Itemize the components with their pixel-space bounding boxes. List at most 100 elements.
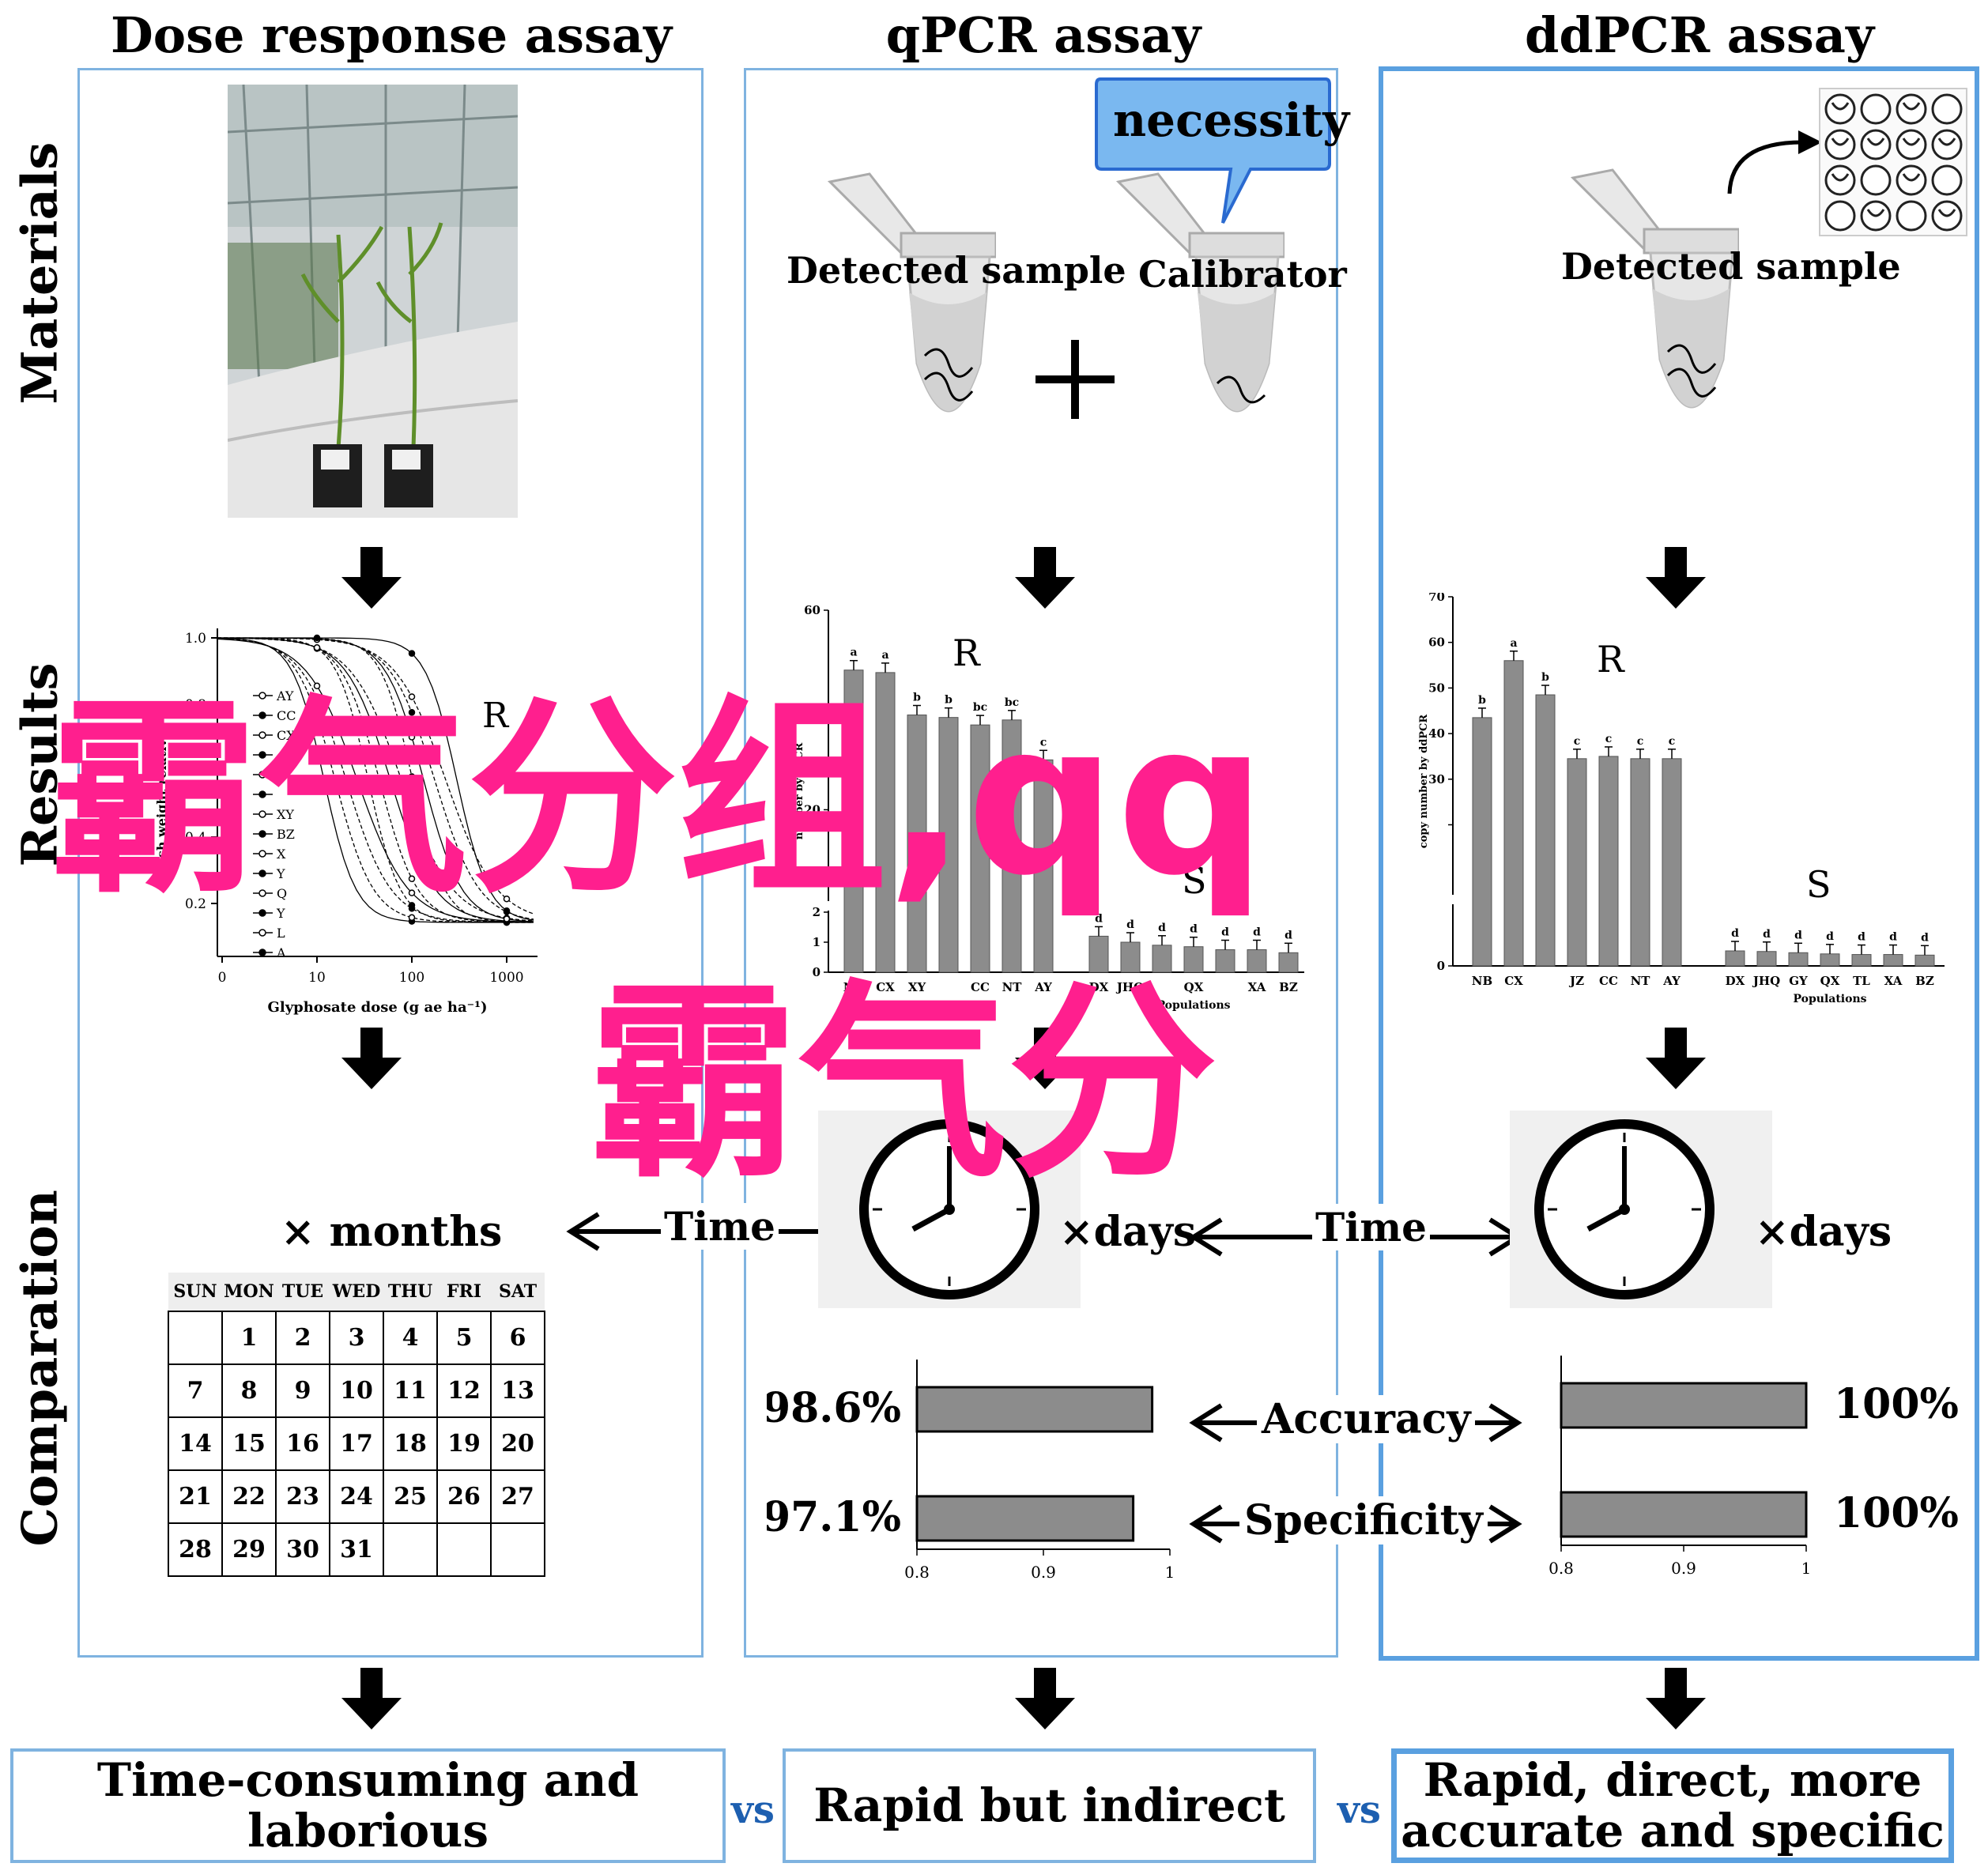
dose-response-title: Dose response assay [111, 6, 672, 64]
calendar-day-cell: 29 [221, 1522, 277, 1577]
category-label: CC [971, 980, 990, 994]
calendar-day-cell [383, 1522, 438, 1577]
significance-letter: d [1731, 927, 1739, 940]
days-label: ×days [1755, 1208, 1892, 1256]
y-tick-label: 0 [813, 965, 820, 979]
bar [1183, 946, 1204, 973]
x-tick-label: 10 [308, 970, 326, 986]
category-label: CX [876, 980, 895, 994]
y-tick-label: 60 [1428, 636, 1445, 650]
dose-point [408, 875, 416, 883]
droplet-dna-mark [1937, 138, 1956, 146]
dose-point [408, 914, 416, 922]
row-label-comparation: Comparation [10, 1190, 69, 1547]
droplet-dna-mark [1902, 102, 1921, 111]
droplet-dna-mark [1937, 209, 1956, 217]
droplet-cell [1824, 200, 1856, 232]
significance-letter: c [1669, 735, 1676, 748]
dose-point [408, 650, 416, 657]
y-tick-label: 0.6 [185, 764, 206, 779]
dose-point [503, 907, 511, 915]
legend-marker [258, 850, 266, 858]
y-tick-label: 60 [804, 603, 820, 617]
bar [1560, 1382, 1808, 1429]
significance-letter: d [1763, 928, 1771, 941]
significance-letter: c [1605, 733, 1613, 745]
bar [1662, 758, 1682, 967]
x-axis-label: Populations [1793, 993, 1866, 1005]
bar [1598, 756, 1619, 967]
legend-marker [258, 751, 266, 759]
value-label: 100% [1834, 1380, 1959, 1428]
time-label: Time [661, 1203, 779, 1250]
calendar-day-header: TUE [276, 1273, 330, 1311]
legend-label: L [277, 926, 285, 941]
vs-label: vs [1337, 1788, 1381, 1832]
legend-marker [258, 711, 266, 719]
bar [1088, 935, 1109, 973]
bar [915, 1386, 1154, 1433]
arrow-down-icon [341, 1028, 402, 1089]
dose-point [408, 902, 416, 909]
calendar-day-cell: 26 [436, 1469, 492, 1524]
bar [915, 1495, 1135, 1542]
category-label: DX [1726, 974, 1745, 988]
dose-point [408, 889, 416, 896]
dose-point [313, 694, 321, 702]
dose-conclusion-text: Time-consuming and laborious [96, 1752, 639, 1858]
category-label: XA [1884, 974, 1903, 988]
calendar-day-cell: 10 [329, 1363, 384, 1418]
significance-letter: bc [1005, 696, 1019, 709]
y-tick-label: 20 [804, 802, 820, 817]
bar [1560, 1491, 1808, 1538]
bar [1120, 941, 1141, 973]
calendar-day-cell [490, 1522, 545, 1577]
dose-point [408, 693, 416, 700]
significance-letter: bc [973, 701, 987, 714]
calendar-day-cell: 11 [383, 1363, 438, 1418]
calendar-day-cell: 17 [329, 1416, 384, 1471]
category-label: CX [1504, 974, 1523, 988]
legend-marker [258, 830, 266, 838]
y-tick-label: 30 [1428, 772, 1445, 786]
calendar-day-cell: 7 [168, 1363, 223, 1418]
y-tick-label: 0.4 [185, 830, 206, 846]
droplet-dna-mark [1866, 209, 1885, 217]
droplet-cell [1860, 164, 1892, 196]
significance-letter: c [1637, 735, 1644, 748]
droplet-dna-mark [1866, 138, 1885, 146]
calendar-day-cell: 3 [329, 1311, 384, 1365]
bar [1215, 949, 1235, 973]
significance-letter: b [1478, 694, 1486, 707]
significance-letter: d [1284, 929, 1292, 941]
droplet-plate-icon [1819, 88, 1967, 236]
speech-bubble [1095, 77, 1331, 224]
arrow-down-icon [1646, 1668, 1706, 1729]
legend-marker [258, 909, 266, 917]
significance-letter: a [881, 649, 888, 662]
category-label: NT [1002, 980, 1023, 994]
dose-point [313, 713, 321, 721]
y-tick-label: 0.8 [185, 697, 206, 713]
bar [875, 672, 896, 973]
calendar-day-header: FRI [437, 1273, 491, 1311]
ddpcr-conclusion-box: Rapid, direct, more accurate and specifi… [1391, 1748, 1954, 1863]
legend-label: Y [276, 866, 285, 881]
y-tick-label: 50 [1428, 681, 1445, 695]
x-axis-label: Glyphosate dose (g ae ha⁻¹) [267, 999, 487, 1016]
qpcr-detected-sample-label: Detected sample [787, 249, 1126, 292]
calendar-day-cell: 1 [221, 1311, 277, 1365]
plus-icon [1035, 340, 1115, 419]
curved-arrow-icon [1727, 130, 1822, 194]
legend-label: X [277, 847, 286, 862]
droplet-dna-mark [1831, 102, 1850, 111]
dose-curve [217, 638, 534, 923]
droplet-dna-mark [1831, 173, 1850, 182]
dose-curve [217, 637, 534, 921]
specificity-label: Specificity [1239, 1496, 1488, 1545]
bar [1278, 952, 1299, 973]
bar [1883, 954, 1903, 967]
